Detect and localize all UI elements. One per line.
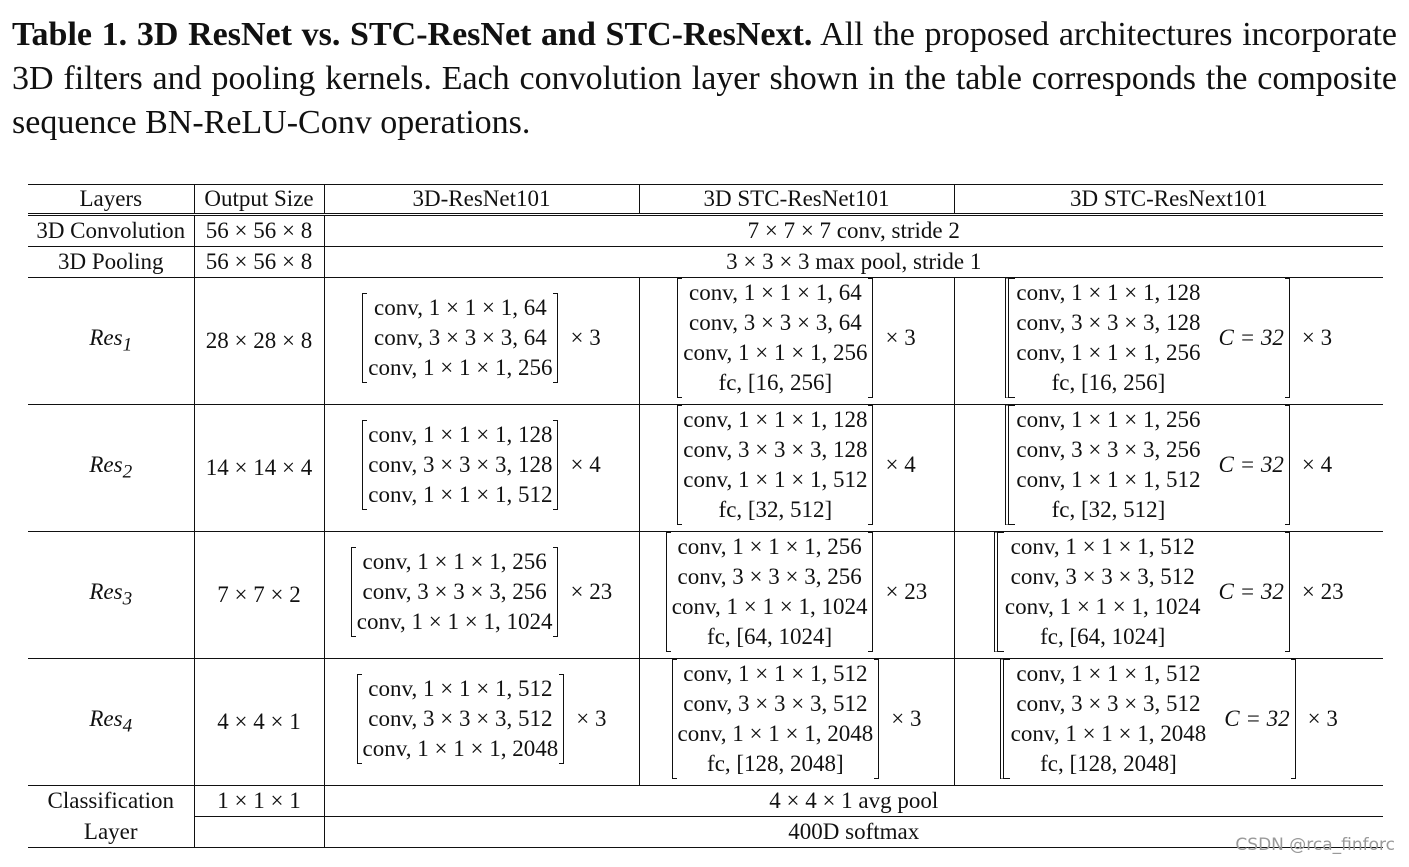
layer-res1: Res1 [28,277,195,405]
header-layers: Layers [28,184,195,216]
size-res4: 4 × 4 × 1 [194,658,325,786]
header-3d-stc-resnext101: 3D STC-ResNext101 [954,184,1383,216]
size-res2: 14 × 14 × 4 [194,404,325,532]
row-3d-convolution: 3D Convolution 56 × 56 × 8 7 × 7 × 7 con… [28,214,1383,247]
size-3d-pooling: 56 × 56 × 8 [194,246,325,278]
caption-text: All the proposed architectures incorpora… [12,16,1398,141]
header-row: Layers Output Size 3D-ResNet101 3D STC-R… [28,184,1383,216]
layer-res3: Res3 [28,531,195,659]
header-output-size: Output Size [194,184,325,216]
size-classification: 1 × 1 × 1 [194,785,325,817]
watermark: CSDN @rca_finforc [1235,835,1395,855]
architecture-table: Layers Output Size 3D-ResNet101 3D STC-R… [28,184,1383,848]
size-3d-convolution: 56 × 56 × 8 [194,214,325,247]
row-classification-1: Classification 1 × 1 × 1 4 × 4 × 1 avg p… [28,785,1383,817]
layer-classification-line2: Layer [28,816,195,848]
layer-res2: Res2 [28,404,195,532]
header-3d-stc-resnet101: 3D STC-ResNet101 [639,184,955,216]
header-3d-resnet101: 3D-ResNet101 [324,184,640,216]
spec-softmax: 400D softmax [324,816,1383,848]
spec-3d-convolution: 7 × 7 × 7 conv, stride 2 [747,218,960,243]
size-res3: 7 × 7 × 2 [194,531,325,659]
spec-3d-pooling: 3 × 3 × 3 max pool, stride 1 [324,246,1383,278]
row-3d-pooling: 3D Pooling 56 × 56 × 8 3 × 3 × 3 max poo… [28,246,1383,278]
spec-avg-pool: 4 × 4 × 1 avg pool [324,785,1383,817]
layer-classification: Classification [28,785,195,817]
table-caption: Table 1. 3D ResNet vs. STC-ResNet and ST… [12,13,1397,145]
size-res1: 28 × 28 × 8 [194,277,325,405]
layer-3d-convolution: 3D Convolution [28,214,195,247]
layer-res4: Res4 [28,658,195,786]
row-classification-2: Layer 400D softmax [28,816,1383,848]
layer-3d-pooling: 3D Pooling [28,246,195,278]
size-classification-empty [194,816,325,848]
caption-title: Table 1. 3D ResNet vs. STC-ResNet and ST… [12,16,813,53]
